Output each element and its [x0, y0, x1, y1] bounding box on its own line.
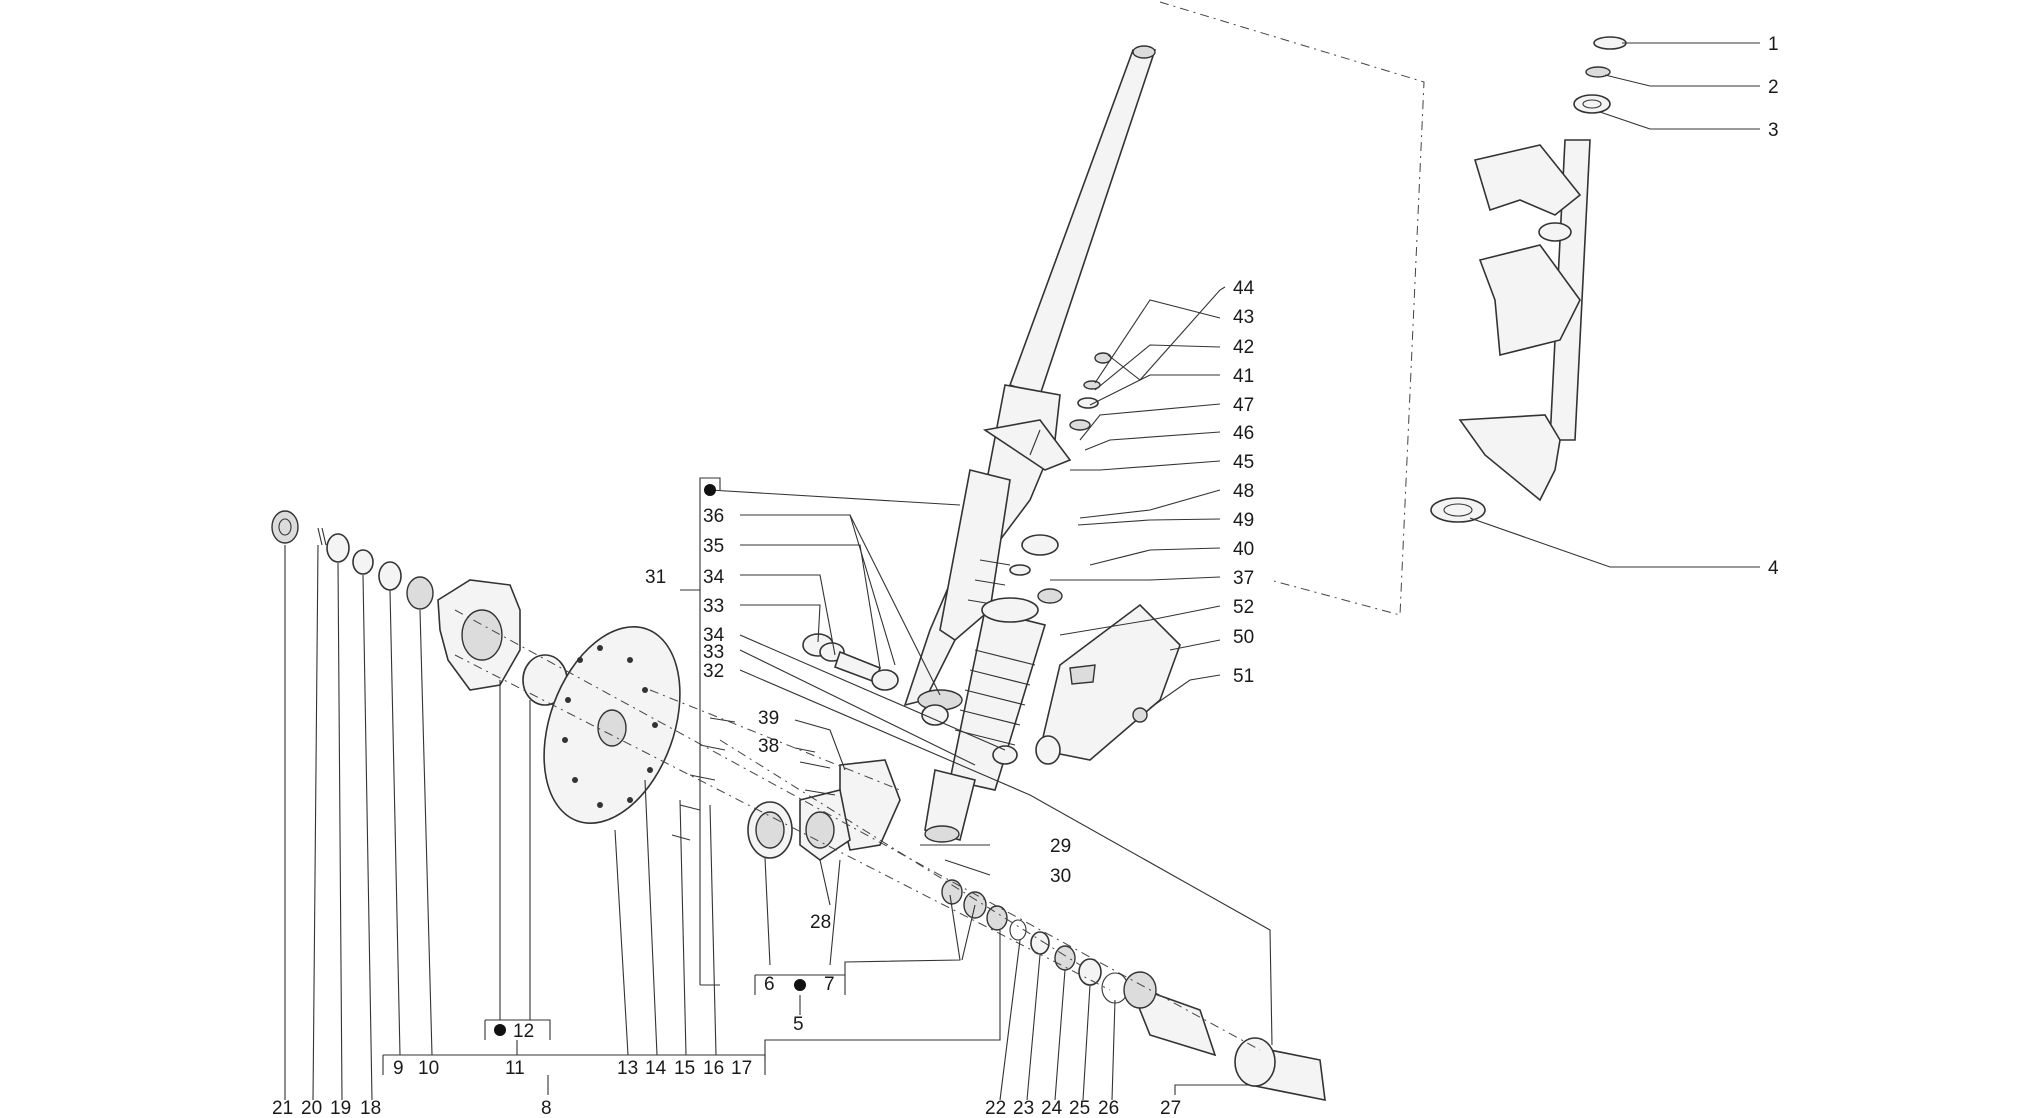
- label-28: 28: [810, 912, 831, 933]
- label-45: 45: [1233, 452, 1254, 473]
- fork-leg-bushings: [802, 633, 1018, 765]
- label-6: 6: [764, 974, 775, 995]
- label-16: 16: [703, 1058, 724, 1079]
- label-8: 8: [541, 1098, 552, 1118]
- fork-tube: [903, 45, 1157, 711]
- label-33a: 33: [703, 596, 724, 617]
- shock-absorber: [924, 597, 1047, 843]
- label-34b: 34: [703, 625, 725, 646]
- steering-column: [1430, 36, 1627, 523]
- label-5: 5: [793, 1014, 804, 1035]
- bottom-leaders: [284, 544, 1250, 1101]
- label-26: 26: [1098, 1098, 1119, 1118]
- label-23: 23: [1013, 1098, 1034, 1118]
- part-labels: 1 2 3 4 44 43 42 41 47 46 45 48 49 40 37…: [272, 34, 1779, 1118]
- label-1: 1: [1768, 34, 1779, 55]
- label-41: 41: [1233, 366, 1254, 387]
- leader-lines: [680, 42, 1760, 1046]
- label-10: 10: [418, 1058, 439, 1079]
- label-48: 48: [1233, 481, 1254, 502]
- label-24: 24: [1041, 1098, 1063, 1118]
- label-35: 35: [703, 536, 724, 557]
- label-32: 32: [703, 661, 724, 682]
- label-40: 40: [1233, 539, 1254, 560]
- dot-markers: [494, 484, 806, 1036]
- label-13: 13: [617, 1058, 638, 1079]
- label-47: 47: [1233, 395, 1254, 416]
- label-22: 22: [985, 1098, 1006, 1118]
- label-37: 37: [1233, 568, 1254, 589]
- label-19: 19: [330, 1098, 351, 1118]
- brake-disc: [543, 626, 681, 824]
- label-3: 3: [1768, 120, 1779, 141]
- label-52: 52: [1233, 597, 1254, 618]
- label-51: 51: [1233, 666, 1254, 687]
- label-21: 21: [272, 1098, 293, 1118]
- fork-cover: [1035, 603, 1181, 765]
- label-36: 36: [703, 506, 724, 527]
- label-44: 44: [1233, 278, 1255, 299]
- label-9: 9: [393, 1058, 404, 1079]
- small-fasteners: [1009, 352, 1112, 604]
- label-30: 30: [1050, 866, 1071, 887]
- label-17: 17: [731, 1058, 752, 1079]
- disc-bolts: [671, 717, 736, 841]
- label-31: 31: [645, 567, 666, 588]
- label-43: 43: [1233, 307, 1254, 328]
- label-12: 12: [513, 1021, 534, 1042]
- label-2: 2: [1768, 77, 1779, 98]
- label-38: 38: [758, 736, 779, 757]
- label-14: 14: [645, 1058, 667, 1079]
- brake-caliper: [747, 759, 901, 861]
- label-15: 15: [674, 1058, 695, 1079]
- label-50: 50: [1233, 627, 1254, 648]
- label-33b: 33: [703, 642, 724, 663]
- alignment-lines: [454, 609, 1261, 1051]
- label-46: 46: [1233, 423, 1254, 444]
- label-39: 39: [758, 708, 779, 729]
- label-20: 20: [301, 1098, 322, 1118]
- label-7: 7: [824, 974, 835, 995]
- dashed-assembly-frame: [1159, 1, 1425, 616]
- label-11: 11: [505, 1058, 525, 1079]
- label-4: 4: [1768, 558, 1779, 579]
- label-25: 25: [1069, 1098, 1090, 1118]
- label-42: 42: [1233, 337, 1254, 358]
- label-18: 18: [360, 1098, 381, 1118]
- axle-spacers: [941, 879, 1326, 1102]
- wheel-hub-parts: [271, 510, 568, 706]
- label-49: 49: [1233, 510, 1254, 531]
- label-27: 27: [1160, 1098, 1181, 1118]
- label-34a: 34: [703, 567, 725, 588]
- label-29: 29: [1050, 836, 1071, 857]
